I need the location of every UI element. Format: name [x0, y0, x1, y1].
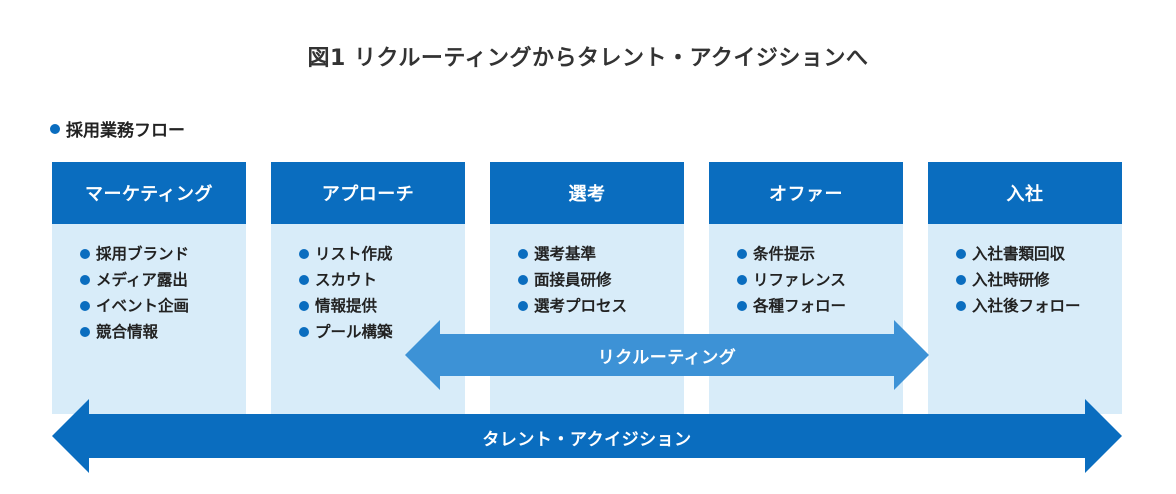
section-heading-label: 採用業務フロー	[66, 121, 185, 141]
section-heading: 採用業務フロー	[50, 116, 185, 141]
stage-item-list: 条件提示 リファレンス 各種フォロー	[709, 224, 903, 319]
list-item: リスト作成	[299, 241, 465, 267]
list-item: 入社時研修	[956, 267, 1122, 293]
bullet-icon	[50, 123, 60, 134]
bullet-icon	[956, 301, 966, 311]
bullet-icon	[956, 275, 966, 285]
list-item-label: 選考基準	[534, 245, 597, 263]
stage-item-list: 採用ブランド メディア露出 イベント企画 競合情報	[52, 224, 246, 345]
list-item-label: リスト作成	[315, 245, 393, 263]
stage-column-onboarding: 入社 入社書類回収 入社時研修 入社後フォロー	[928, 162, 1122, 414]
list-item-label: 競合情報	[96, 323, 159, 341]
list-item-label: 入社時研修	[972, 271, 1050, 289]
list-item: プール構築	[299, 319, 465, 345]
list-item: 情報提供	[299, 293, 465, 319]
talent-acquisition-arrow-label: タレント・アクイジション	[482, 430, 692, 450]
list-item-label: 情報提供	[315, 297, 378, 315]
list-item-label: 選考プロセス	[534, 297, 628, 315]
bullet-icon	[80, 275, 90, 285]
list-item-label: 条件提示	[753, 245, 816, 263]
list-item: イベント企画	[80, 293, 246, 319]
list-item: 採用ブランド	[80, 241, 246, 267]
stage-item-list: リスト作成 スカウト 情報提供 プール構築	[271, 224, 465, 345]
list-item: 競合情報	[80, 319, 246, 345]
stage-header: オファー	[709, 162, 903, 224]
bullet-icon	[80, 327, 90, 337]
bullet-icon	[956, 249, 966, 259]
list-item-label: プール構築	[315, 323, 393, 341]
bullet-icon	[737, 249, 747, 259]
list-item-label: リファレンス	[753, 271, 846, 289]
bullet-icon	[80, 301, 90, 311]
list-item: 入社後フォロー	[956, 293, 1122, 319]
list-item: 選考プロセス	[518, 293, 684, 319]
bullet-icon	[299, 249, 309, 259]
bullet-icon	[299, 327, 309, 337]
list-item: メディア露出	[80, 267, 246, 293]
bullet-icon	[80, 249, 90, 259]
list-item-label: 各種フォロー	[753, 297, 847, 315]
recruiting-double-arrow	[405, 320, 929, 390]
bullet-icon	[299, 275, 309, 285]
recruiting-arrow-label: リクルーティング	[597, 348, 737, 368]
list-item-label: イベント企画	[96, 297, 190, 315]
list-item-label: 面接員研修	[534, 271, 612, 289]
stage-header: マーケティング	[52, 162, 246, 224]
bullet-icon	[518, 249, 528, 259]
bullet-icon	[299, 301, 309, 311]
bullet-icon	[737, 301, 747, 311]
stage-header: アプローチ	[271, 162, 465, 224]
list-item-label: スカウト	[315, 271, 378, 289]
stage-header: 選考	[490, 162, 684, 224]
list-item: 選考基準	[518, 241, 684, 267]
list-item: 面接員研修	[518, 267, 684, 293]
list-item-label: 入社書類回収	[972, 245, 1066, 263]
list-item: 入社書類回収	[956, 241, 1122, 267]
list-item: 条件提示	[737, 241, 903, 267]
bullet-icon	[518, 275, 528, 285]
list-item-label: 入社後フォロー	[972, 297, 1081, 315]
stage-item-list: 選考基準 面接員研修 選考プロセス	[490, 224, 684, 319]
stage-item-list: 入社書類回収 入社時研修 入社後フォロー	[928, 224, 1122, 319]
figure-title: 図1 リクルーティングからタレント・アクイジションへ	[307, 46, 869, 71]
bullet-icon	[518, 301, 528, 311]
list-item-label: メディア露出	[96, 271, 188, 289]
list-item: スカウト	[299, 267, 465, 293]
talent-acquisition-double-arrow	[52, 399, 1122, 473]
list-item: リファレンス	[737, 267, 903, 293]
list-item-label: 採用ブランド	[96, 245, 190, 263]
bullet-icon	[737, 275, 747, 285]
stage-header: 入社	[928, 162, 1122, 224]
list-item: 各種フォロー	[737, 293, 903, 319]
stage-column-marketing: マーケティング 採用ブランド メディア露出 イベント企画 競合情報	[52, 162, 246, 414]
